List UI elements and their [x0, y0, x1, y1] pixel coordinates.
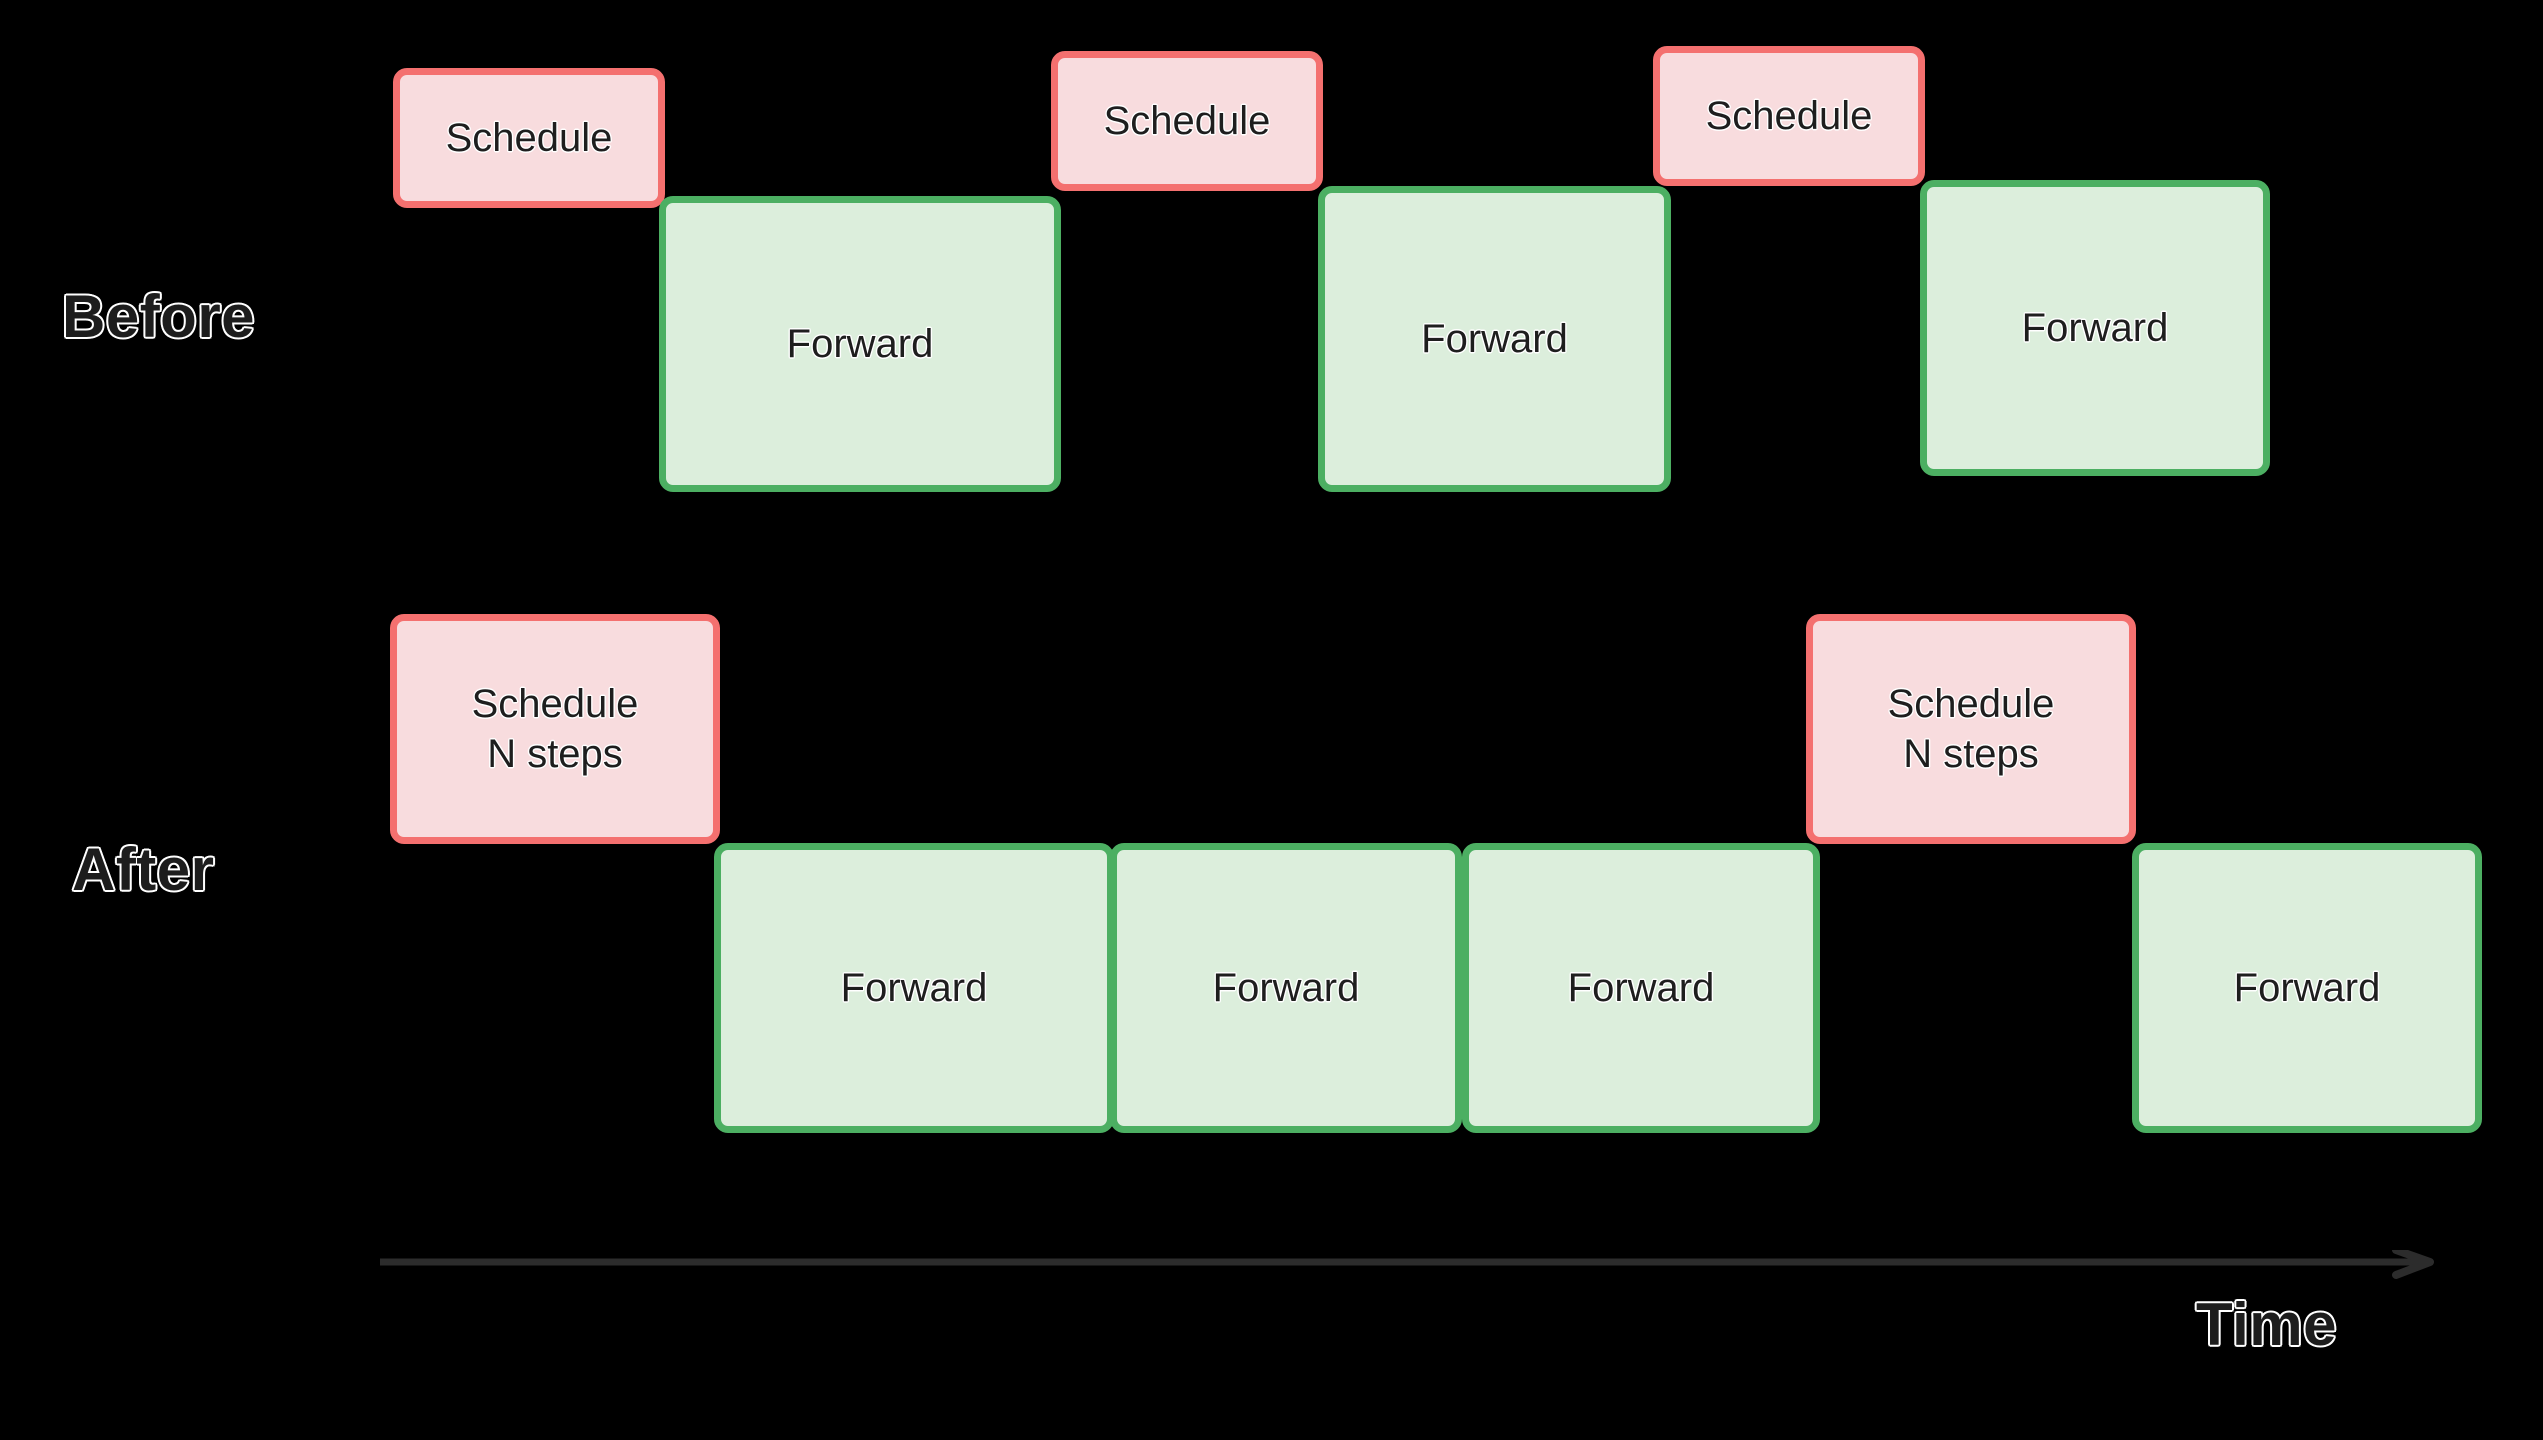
after-schedule-block-1: Schedule N steps	[390, 614, 720, 844]
after-forward-block-3: Forward	[1462, 843, 1820, 1133]
after-forward-label-1: Forward	[840, 966, 988, 1010]
before-forward-block-2: Forward	[1318, 186, 1671, 492]
time-axis-label: Time	[2195, 1290, 2338, 1360]
row-label-after: After	[71, 835, 216, 905]
after-forward-label-2: Forward	[1212, 966, 1360, 1010]
after-schedule-block-2: Schedule N steps	[1806, 614, 2136, 844]
before-forward-label-2: Forward	[1421, 317, 1568, 361]
before-forward-block-1: Forward	[659, 196, 1061, 492]
before-schedule-label-1: Schedule	[445, 116, 613, 160]
before-schedule-block-3: Schedule	[1653, 46, 1925, 186]
before-schedule-block-1: Schedule	[393, 68, 665, 208]
after-forward-block-2: Forward	[1110, 843, 1462, 1133]
before-forward-label-3: Forward	[2021, 306, 2169, 350]
before-forward-block-3: Forward	[1920, 180, 2270, 476]
after-forward-block-4: Forward	[2132, 843, 2482, 1133]
time-axis-arrow-icon	[380, 1250, 2440, 1280]
before-schedule-label-3: Schedule	[1705, 94, 1873, 138]
after-schedule-label-1: Schedule N steps	[471, 682, 639, 776]
before-schedule-block-2: Schedule	[1051, 51, 1323, 191]
after-forward-block-1: Forward	[714, 843, 1114, 1133]
after-forward-label-4: Forward	[2233, 966, 2381, 1010]
before-schedule-label-2: Schedule	[1103, 99, 1271, 143]
after-forward-label-3: Forward	[1567, 966, 1715, 1010]
row-label-before: Before	[61, 282, 256, 352]
after-schedule-label-2: Schedule N steps	[1887, 682, 2055, 776]
before-forward-label-1: Forward	[786, 322, 934, 366]
